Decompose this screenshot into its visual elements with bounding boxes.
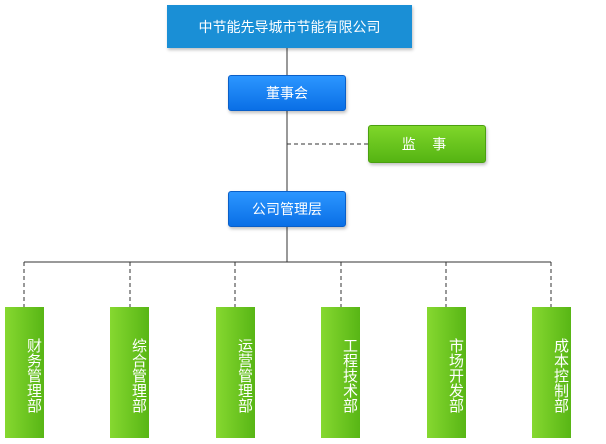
department-label: 市场开发部 — [447, 338, 465, 413]
department-label: 综合管理部 — [130, 338, 148, 413]
management-label: 公司管理层 — [252, 202, 322, 218]
company-name: 中节能先导城市节能有限公司 — [198, 19, 381, 36]
board-label: 董事会 — [266, 86, 308, 102]
department-node-operations: 运营管理部 — [216, 307, 255, 438]
department-node-cost-control: 成本控制部 — [532, 307, 571, 438]
supervisor-node: 监 事 — [368, 125, 486, 163]
department-node-marketing: 市场开发部 — [427, 307, 466, 438]
department-node-general: 综合管理部 — [110, 307, 149, 438]
company-node: 中节能先导城市节能有限公司 — [167, 5, 412, 48]
management-node: 公司管理层 — [228, 191, 346, 227]
department-label: 工程技术部 — [341, 338, 359, 413]
department-label: 财务管理部 — [25, 338, 43, 413]
department-node-engineering: 工程技术部 — [321, 307, 360, 438]
supervisor-label: 监 事 — [401, 137, 453, 153]
board-node: 董事会 — [228, 75, 346, 111]
department-label: 成本控制部 — [552, 338, 570, 413]
department-label: 运营管理部 — [236, 338, 254, 413]
department-node-finance: 财务管理部 — [5, 307, 44, 438]
